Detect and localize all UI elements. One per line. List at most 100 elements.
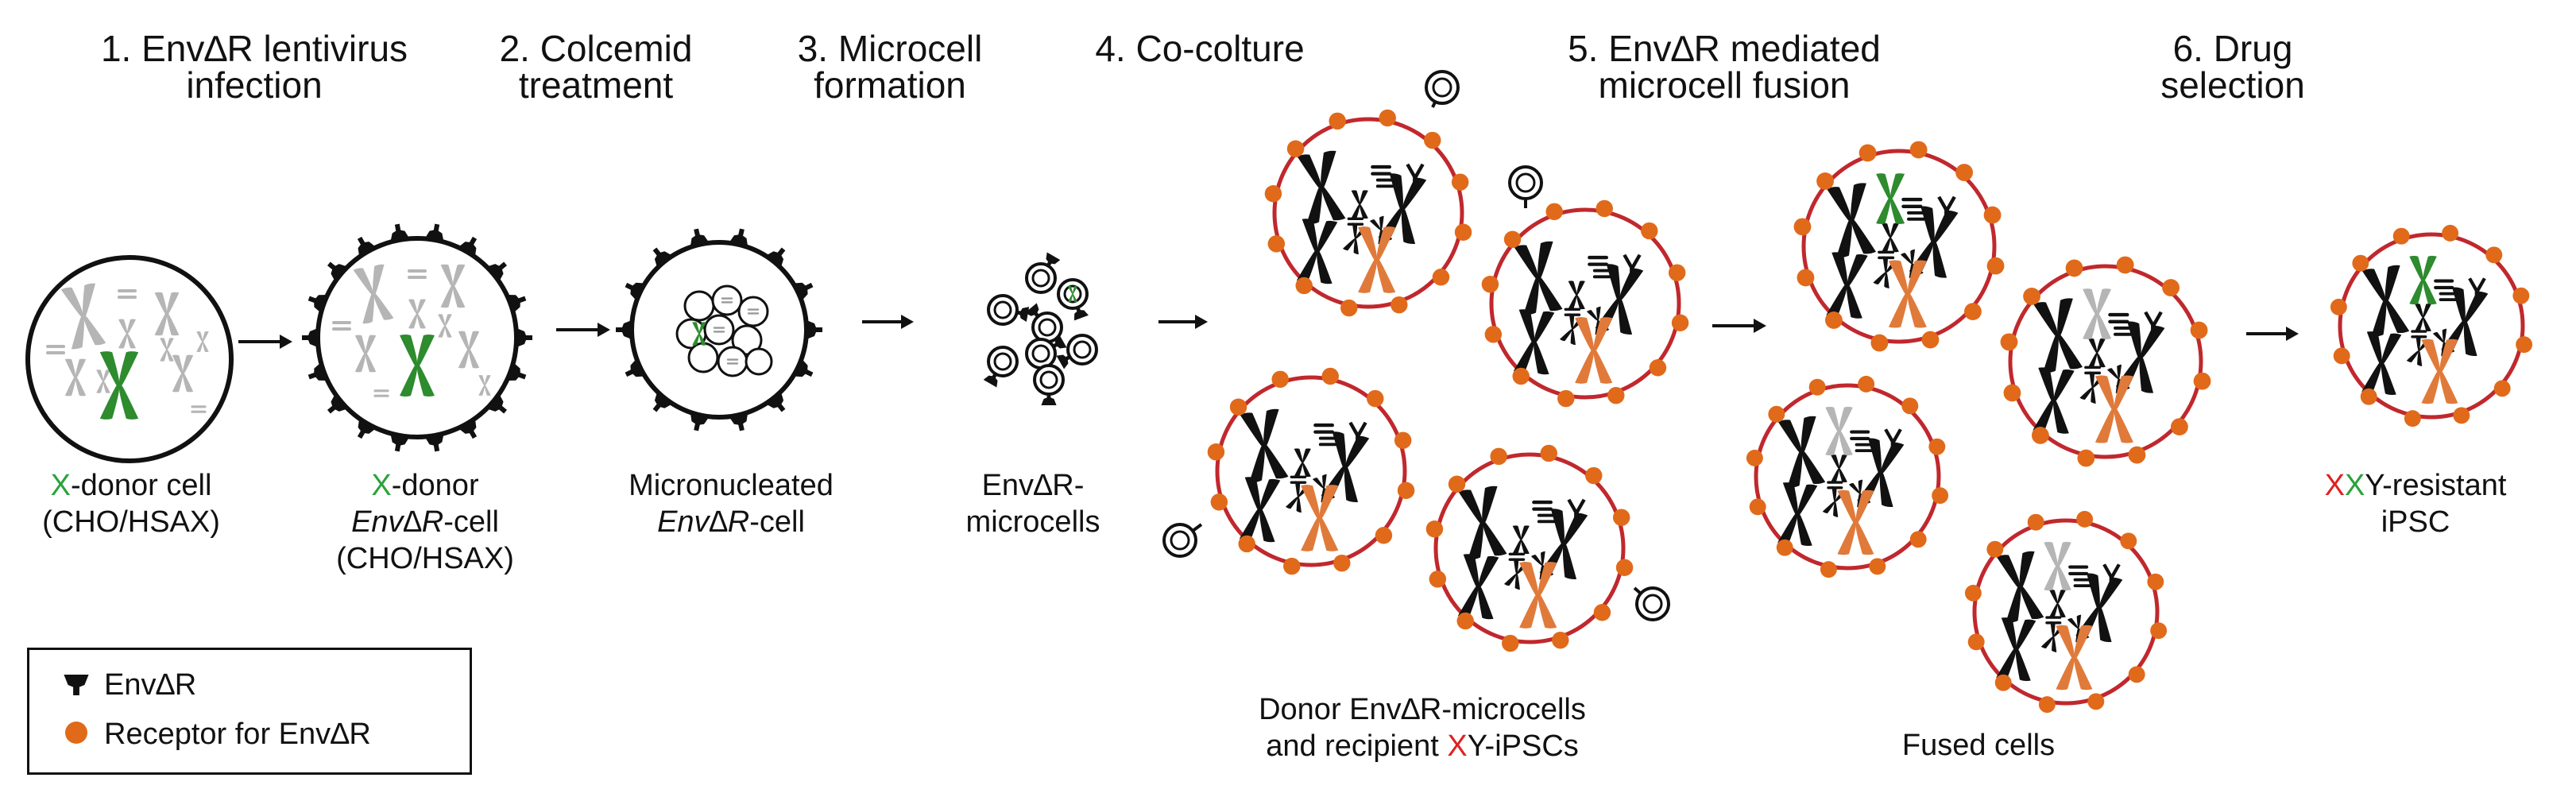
receptor-dot-icon	[1901, 397, 1919, 415]
envdr-protein-icon	[388, 222, 410, 242]
arrow-right-icon	[1158, 315, 1208, 329]
arrow-right-icon	[862, 315, 914, 329]
step-1-line2: infection	[186, 64, 323, 106]
microcell	[1635, 586, 1670, 621]
receptor-dot-icon	[1429, 571, 1447, 588]
receptor-dot-icon	[1615, 559, 1634, 576]
fused-cell	[2000, 256, 2211, 467]
receptor-dot-icon	[1229, 398, 1247, 416]
receptor-dot-icon	[2128, 666, 2145, 683]
micronucleated-cell	[616, 226, 822, 433]
receptor-dot-icon	[1668, 264, 1686, 281]
microcell	[1508, 165, 1543, 200]
caption-cocult: Donor Env∆R-microcells and recipient XY-…	[1208, 691, 1637, 764]
caption-donor-cell-line2: (CHO/HSAX)	[42, 505, 220, 539]
legend-receptor-label: Receptor for Env∆R	[104, 718, 371, 751]
caption-micronucleated: Micronucleated Env∆R-cell	[600, 467, 862, 540]
receptor-dot-icon	[2193, 372, 2211, 390]
receptor-dot-icon	[2171, 418, 2188, 436]
microcell	[1057, 278, 1089, 321]
step-6-title: 6. Drug selection	[2114, 30, 2352, 103]
receptor-dot-icon	[2360, 388, 2377, 405]
receptor-dot-icon	[1994, 674, 2012, 691]
receptor-dot-icon	[1375, 527, 1393, 544]
caption-cocult-line1: Donor Env∆R-microcells	[1259, 693, 1586, 726]
receptor-dot-icon	[1367, 389, 1384, 408]
caption-result-text: Y-resistant	[2365, 469, 2507, 502]
microcell	[983, 346, 1019, 388]
receptor-dot-icon	[1390, 296, 1408, 314]
receptor-dot-icon	[2031, 427, 2049, 444]
receptor-dot-icon	[1932, 487, 1949, 505]
receptor-dot-icon	[2162, 279, 2180, 296]
receptor-dot-icon	[1909, 141, 1928, 159]
step-5-line1: 5. Env∆R mediated	[1568, 28, 1881, 69]
step-4-title: 4. Co-colture	[1049, 30, 1351, 67]
receptor-dot-icon	[1329, 112, 1346, 130]
fused-cell	[1746, 375, 1949, 578]
receptor-dot-icon	[2147, 573, 2164, 590]
receptor-dot-icon	[1858, 375, 1875, 393]
receptor-dot-icon	[1503, 230, 1522, 248]
receptor-dot-icon	[1964, 584, 1982, 602]
receptor-dot-icon	[1267, 235, 1286, 253]
caption-micronucleated-suffix: -cell	[749, 505, 805, 539]
caption-envdr-cell-line3: (CHO/HSAX)	[336, 542, 514, 575]
microcell	[1025, 303, 1063, 343]
caption-x-red: X	[2324, 469, 2345, 502]
receptor-dot-icon	[1641, 222, 1658, 240]
receptor-dot-icon	[1607, 386, 1625, 404]
receptor-dot-icon	[1986, 540, 2004, 558]
receptor-dot-icon	[1207, 443, 1225, 461]
receptor-dot-icon	[1776, 539, 1793, 556]
microcell	[987, 294, 1030, 326]
caption-envdr-cell-text: -donor	[391, 469, 479, 502]
recipient-ipsc	[1425, 444, 1634, 652]
receptor-dot-icon	[2330, 298, 2347, 315]
arrow-right-icon	[556, 323, 610, 337]
caption-fused: Fused cells	[1859, 727, 2098, 764]
envdr-protein-icon	[424, 222, 447, 242]
step-5-line2: microcell fusion	[1598, 64, 1851, 106]
step-4-line1: 4. Co-colture	[1095, 28, 1305, 69]
receptor-dot-icon	[2404, 410, 2421, 428]
receptor-dot-icon	[1552, 631, 1569, 649]
receptor-dot-icon	[2087, 693, 2105, 710]
envdr-protein-icon	[424, 434, 447, 453]
receptor-dot-icon	[2023, 287, 2040, 305]
step-6-line2: selection	[2160, 64, 2305, 106]
receptor-dot-icon	[1481, 276, 1499, 293]
receptor-dot-icon	[1321, 367, 1339, 385]
receptor-dot-icon	[1210, 493, 1228, 511]
receptor-dot-icon	[2027, 513, 2044, 531]
receptor-dot-icon	[1557, 389, 1575, 408]
receptor-dot-icon	[1983, 206, 2002, 224]
caption-result: XXY-resistant iPSC	[2288, 467, 2543, 540]
receptor-dot-icon	[1490, 447, 1507, 466]
receptor-dot-icon	[1340, 299, 1358, 317]
receptor-dot-icon	[1271, 370, 1289, 389]
receptor-dot-icon	[1859, 144, 1877, 162]
receptor-dot-icon	[2003, 384, 2021, 402]
receptor-dot-icon	[1394, 431, 1412, 449]
microcell	[1025, 334, 1067, 369]
receptor-dot-icon	[2453, 407, 2470, 424]
microcell	[1425, 70, 1460, 105]
caption-x-green: X	[2344, 469, 2365, 502]
caption-cocult-b: Y-iPSCs	[1467, 729, 1579, 763]
caption-micronucleated-italic: Env∆R	[657, 505, 750, 539]
envdr-protein-icon	[616, 320, 632, 339]
receptor-dot-icon	[1456, 612, 1474, 630]
recipient-ipsc	[1264, 109, 1472, 317]
envdr-protein-icon	[388, 434, 410, 453]
envdr-cell	[302, 222, 532, 453]
step-6-line1: 6. Drug	[2172, 28, 2293, 69]
envdr-protein-icon	[806, 320, 822, 339]
receptor-dot-icon	[1424, 131, 1441, 149]
microcell	[1162, 523, 1197, 558]
receptor-dot-icon	[1425, 520, 1444, 538]
receptor-dot-icon	[1432, 269, 1450, 286]
receptor-dot-icon	[1545, 203, 1563, 221]
receptor-dot-icon	[2442, 224, 2459, 242]
